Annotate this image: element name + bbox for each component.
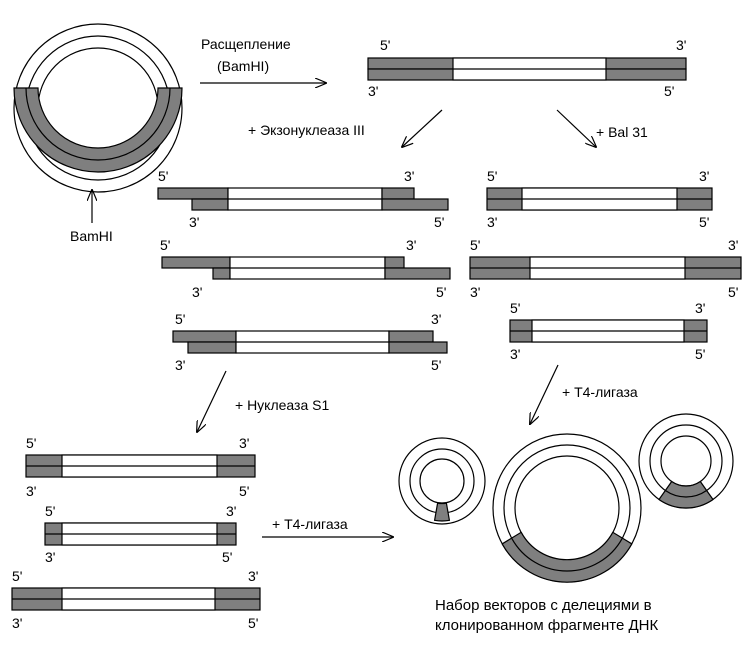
s1-product-2 [44, 522, 237, 546]
plasmid-medium [638, 413, 734, 509]
result-caption-line2: клонированном фрагменте ДНК [435, 617, 659, 634]
end-5-label: 5' [160, 237, 170, 253]
end-5-label: 5' [728, 284, 738, 300]
end-5-label: 5' [664, 83, 674, 99]
bal31-product-3 [509, 319, 708, 343]
bal31-label: + Bal 31 [596, 124, 648, 140]
end-3-label: 3' [470, 284, 480, 300]
end-5-label: 5' [510, 300, 520, 316]
end-3-label: 3' [175, 357, 185, 373]
bamhi-site-label: BamHI [70, 228, 113, 244]
end-3-label: 3' [12, 615, 22, 631]
end-3-label: 3' [728, 237, 738, 253]
end-3-label: 3' [248, 568, 258, 584]
bal31-product-2 [469, 256, 742, 280]
end-5-label: 5' [26, 435, 36, 451]
ligase-label-bottom: + Т4-лигаза [272, 516, 348, 532]
s1-nuclease-label: + Нуклеаза S1 [235, 397, 329, 413]
end-5-label: 5' [222, 549, 232, 565]
s1-product-3 [11, 587, 261, 611]
linear-dna-fragment [367, 57, 687, 81]
end-3-label: 3' [45, 549, 55, 565]
end-3-label: 3' [431, 311, 441, 327]
s1-product-1 [25, 454, 256, 478]
end-5-label: 5' [695, 346, 705, 362]
end-3-label: 3' [699, 168, 709, 184]
end-5-label: 5' [380, 37, 390, 53]
digestion-label: Расщепление [201, 36, 291, 52]
exonuclease-arrow [402, 109, 443, 147]
ligase-arrow-right [530, 364, 559, 424]
end-5-label: 5' [248, 615, 258, 631]
end-5-label: 5' [487, 168, 497, 184]
end-3-label: 3' [404, 168, 414, 184]
plasmid-circle [13, 23, 183, 193]
end-3-label: 3' [226, 503, 236, 519]
ligase-label-right: + Т4-лигаза [562, 384, 638, 400]
plasmid-large [492, 433, 642, 583]
end-5-label: 5' [158, 168, 168, 184]
exo-product-1 [157, 187, 449, 211]
end-5-label: 5' [436, 284, 446, 300]
end-3-label: 3' [239, 435, 249, 451]
digestion-enzyme-label: (BamHI) [217, 58, 269, 74]
plasmid-small [398, 437, 486, 525]
end-5-label: 5' [699, 214, 709, 230]
bal31-product-1 [486, 187, 713, 211]
end-5-label: 5' [45, 503, 55, 519]
end-5-label: 5' [239, 483, 249, 499]
end-3-label: 3' [189, 214, 199, 230]
end-5-label: 5' [431, 357, 441, 373]
s1-nuclease-arrow [197, 370, 227, 432]
exo-product-2 [161, 256, 451, 280]
end-3-label: 3' [510, 346, 520, 362]
result-caption-line1: Набор векторов с делециями в [435, 597, 652, 614]
bal31-arrow [556, 109, 596, 147]
end-5-label: 5' [175, 311, 185, 327]
end-5-label: 5' [470, 237, 480, 253]
end-5-label: 5' [434, 214, 444, 230]
end-3-label: 3' [695, 300, 705, 316]
exo-product-3 [172, 330, 448, 354]
end-3-label: 3' [676, 37, 686, 53]
end-3-label: 3' [26, 483, 36, 499]
end-3-label: 3' [406, 237, 416, 253]
end-3-label: 3' [192, 284, 202, 300]
plasmid-insert-segment [13, 87, 183, 173]
exonuclease-label: + Экзонуклеаза III [248, 122, 365, 138]
end-5-label: 5' [12, 568, 22, 584]
end-3-label: 3' [368, 83, 378, 99]
end-3-label: 3' [487, 214, 497, 230]
